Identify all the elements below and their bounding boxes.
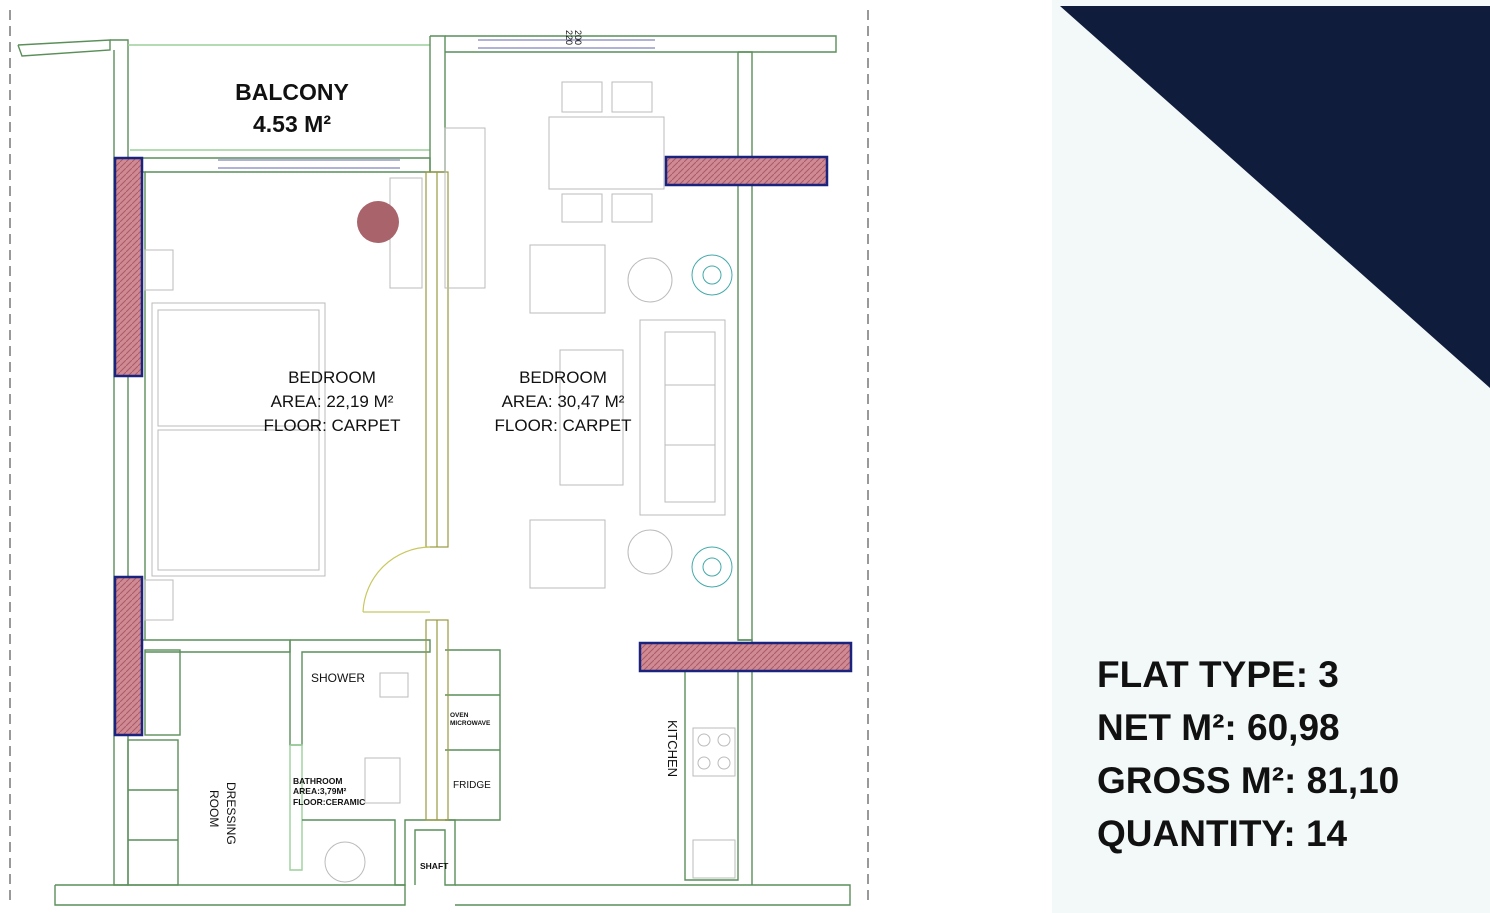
columns (113, 155, 853, 737)
windows (218, 39, 655, 169)
gross-area: GROSS M²: 81,10 (1097, 760, 1400, 801)
room-label: ROOM (207, 790, 221, 827)
bedroom1-floor: FLOOR: CARPET (264, 416, 401, 435)
shower-label: SHOWER (311, 671, 365, 685)
bedroom2-area: AREA: 30,47 M² (502, 392, 625, 411)
furniture (144, 81, 736, 883)
bedroom2-label: BEDROOM (519, 368, 607, 387)
dressing-label: DRESSING (224, 782, 238, 845)
flat-type: FLAT TYPE: 3 (1097, 654, 1339, 695)
rug (357, 201, 399, 243)
quantity: QUANTITY: 14 (1097, 813, 1348, 854)
microwave-label: MICROWAVE (450, 720, 491, 727)
shaft-label: SHAFT (420, 861, 449, 871)
kitchen-label: KITCHEN (665, 720, 680, 777)
partition (425, 171, 449, 821)
net-area: NET M²: 60,98 (1097, 707, 1340, 748)
dimension-mark-220: 220 (564, 30, 574, 45)
bedroom1-label: BEDROOM (288, 368, 376, 387)
balcony-area: 4.53 M² (253, 111, 331, 137)
oven-label: OVEN (450, 712, 469, 719)
door-swing (362, 546, 431, 613)
bedroom1-area: AREA: 22,19 M² (271, 392, 394, 411)
dimension-mark-200: 200 (573, 30, 583, 45)
flat-summary: FLAT TYPE: 3 NET M²: 60,98 GROSS M²: 81,… (1097, 648, 1399, 860)
bathroom-area: AREA:3,79M² (293, 786, 347, 796)
corner-triangle (1060, 6, 1490, 388)
bedroom2-floor: FLOOR: CARPET (495, 416, 632, 435)
fridge-label: FRIDGE (453, 780, 491, 791)
bathroom-floor: FLOOR:CERAMIC (293, 797, 365, 807)
lamps (691, 254, 733, 588)
balcony-label: BALCONY (235, 79, 349, 105)
bathroom-label: BATHROOM (293, 776, 342, 786)
floor-plan: 200 220 BALCONY 4.53 M² BEDROOM AREA: 22… (9, 10, 869, 906)
